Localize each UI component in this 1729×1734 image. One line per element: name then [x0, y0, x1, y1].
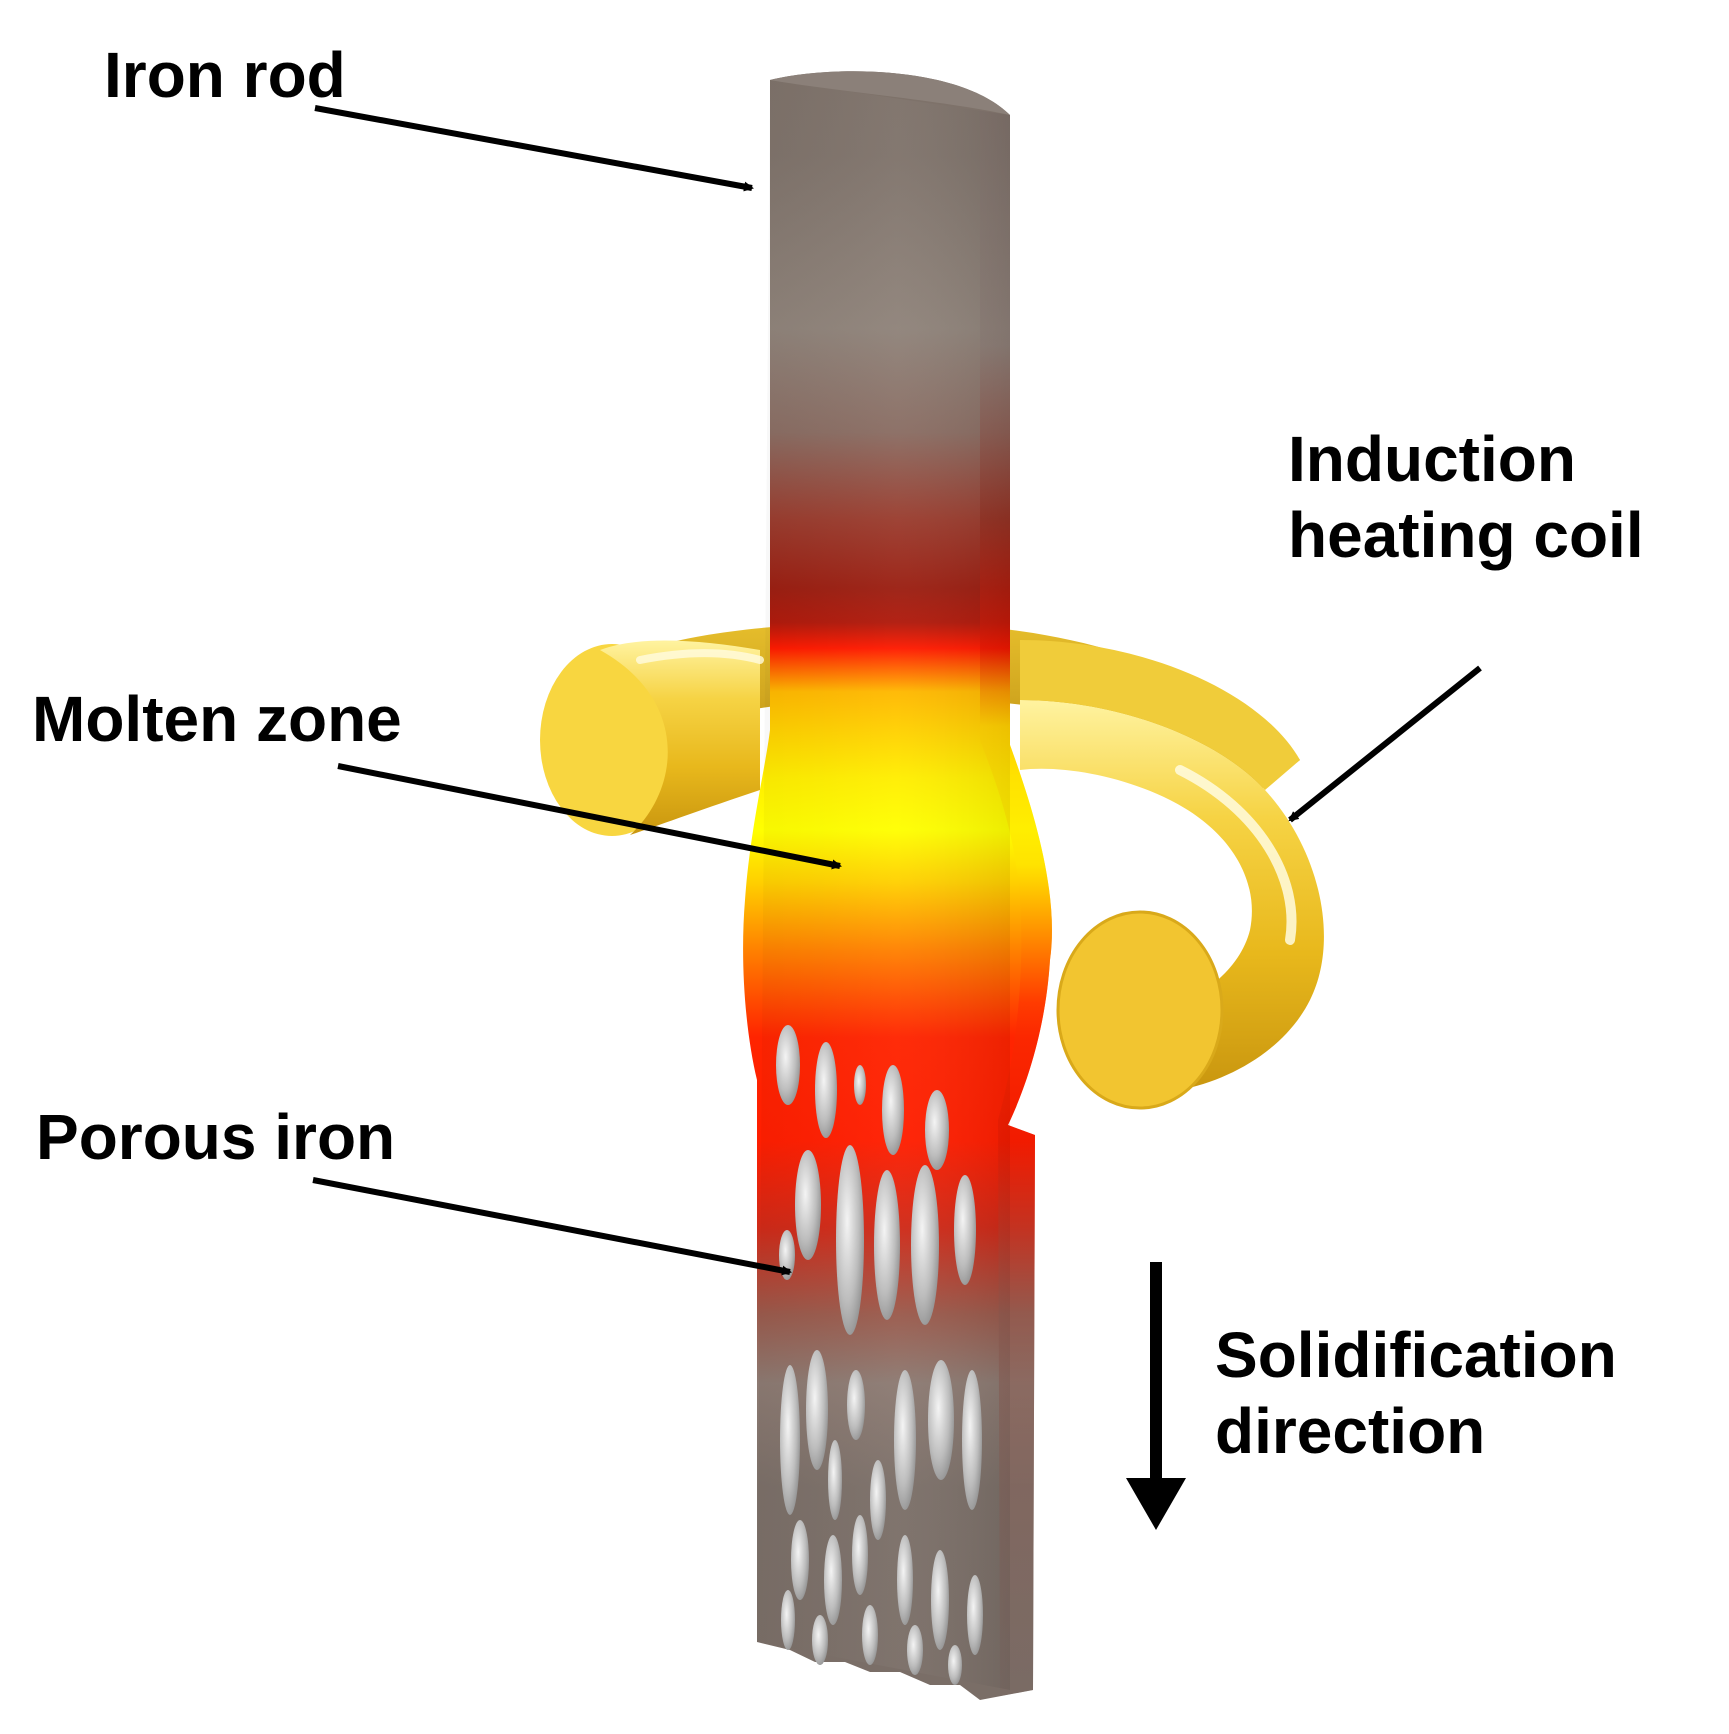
molten-zone-arrow	[337, 763, 842, 870]
iron-rod	[743, 71, 1052, 1701]
porous-iron-label: Porous iron	[36, 1101, 396, 1173]
induction-heating-coil-label: Induction heating coil	[1288, 422, 1644, 573]
iron-rod-arrow	[314, 105, 754, 192]
solidification-direction-label: Solidification direction	[1215, 1318, 1617, 1469]
coil-label-line-1: Induction	[1288, 423, 1576, 495]
molten-zone-label: Molten zone	[32, 683, 402, 755]
pointer-arrows	[312, 105, 1482, 1276]
solidification-direction-arrow	[1126, 1262, 1186, 1530]
pores	[776, 1025, 983, 1685]
porous-iron-arrow	[312, 1177, 792, 1276]
solidification-label-line-2: direction	[1215, 1394, 1486, 1467]
coil-label-line-2: heating coil	[1288, 498, 1644, 571]
coil-arrow	[1288, 665, 1482, 823]
induction-heating-coil	[540, 640, 1324, 1110]
iron-rod-label: Iron rod	[104, 39, 346, 111]
solidification-label-line-1: Solidification	[1215, 1319, 1617, 1391]
